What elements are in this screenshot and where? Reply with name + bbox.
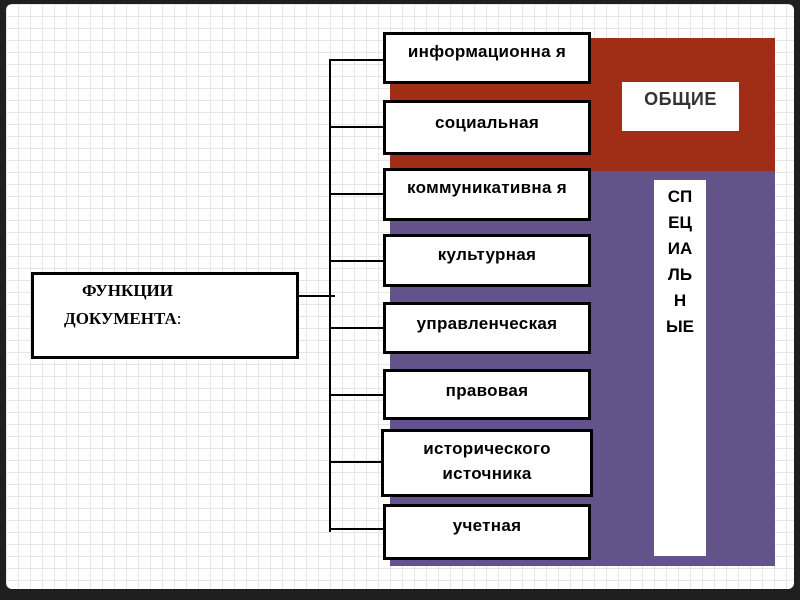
connector-branch — [329, 528, 385, 530]
function-accounting: учетная — [383, 504, 591, 560]
function-social: социальная — [383, 100, 591, 155]
connector-spine — [329, 59, 331, 532]
special-line: ЫЕ — [666, 317, 694, 336]
special-line: ЛЬ — [667, 265, 693, 284]
function-label: коммуникативна я — [407, 178, 567, 197]
special-line: СП — [667, 187, 693, 206]
function-label: учетная — [452, 516, 522, 535]
function-legal: правовая — [383, 369, 591, 420]
function-label: культурная — [437, 245, 537, 264]
function-label: правовая — [445, 381, 529, 400]
function-label: управленческая — [416, 314, 558, 333]
function-cultural: культурная — [383, 234, 591, 287]
special-line: ЕЦ — [668, 213, 692, 232]
function-communicative: коммуникативна я — [383, 168, 591, 221]
special-line: Н — [673, 291, 687, 310]
function-historical-source: исторического источника — [381, 429, 593, 497]
general-group-label: ОБЩИЕ — [622, 82, 739, 131]
function-informational: информационна я — [383, 32, 591, 84]
connector-branch — [329, 327, 385, 329]
connector-branch — [329, 260, 385, 262]
document-functions-box: ФУНКЦИИ ДОКУМЕНТА: — [31, 272, 299, 359]
function-label: социальная — [434, 113, 540, 132]
general-group-text: ОБЩИЕ — [644, 89, 717, 109]
connector-branch — [329, 126, 385, 128]
function-label: исторического источника — [423, 439, 551, 483]
special-group-label: СП ЕЦ ИА ЛЬ Н ЫЕ — [654, 180, 706, 556]
main-subtitle: ДОКУМЕНТА: — [64, 309, 182, 329]
connector-main — [293, 295, 335, 297]
slide: ОБЩИЕ СП ЕЦ ИА ЛЬ Н ЫЕ ФУНКЦИИ ДОКУМЕНТА… — [6, 4, 794, 589]
main-subtitle-text: ДОКУМЕНТА — [64, 309, 177, 328]
main-title: ФУНКЦИИ — [82, 281, 174, 300]
connector-branch — [329, 59, 385, 61]
connector-branch — [329, 193, 385, 195]
function-managerial: управленческая — [383, 302, 591, 354]
function-label: информационна я — [407, 42, 567, 61]
connector-branch — [329, 461, 385, 463]
special-line: ИА — [667, 239, 693, 258]
main-colon: : — [176, 309, 182, 328]
connector-branch — [329, 394, 385, 396]
